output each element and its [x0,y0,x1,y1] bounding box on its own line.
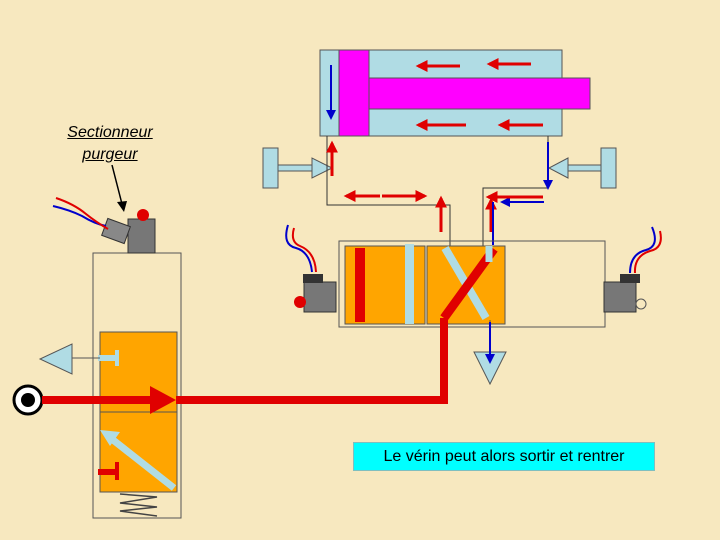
main-pressure-line [176,318,448,404]
solenoid-right [603,226,662,313]
sectionneur-label: Sectionneur purgeur [40,122,180,166]
sectionneur-pressure-arrowhead [150,386,176,414]
return-spring [119,493,158,517]
caption-text: Le vérin peut alors sortir et rentrer [383,447,625,465]
piston-head [338,49,370,137]
sectionneur-coil [52,197,156,254]
exhaust-silencer [473,320,507,386]
flow-restrictor-right [547,147,617,189]
distributor-valve [338,240,606,328]
air-supply-source [12,384,44,416]
connection-lines [326,136,549,246]
sectionneur-label-line1: Sectionneur [67,124,153,141]
caption-box: Le vérin peut alors sortir et rentrer [353,442,655,471]
sectionneur-label-line2: purgeur [82,146,138,163]
solenoid-left [285,224,337,313]
flow-restrictor-left [262,147,334,189]
sectionneur-purgeur [92,252,182,519]
exhaust-left [38,343,100,375]
piston-rod [368,77,591,110]
label-pointer-arrow [111,164,123,205]
cylinder [319,49,591,137]
